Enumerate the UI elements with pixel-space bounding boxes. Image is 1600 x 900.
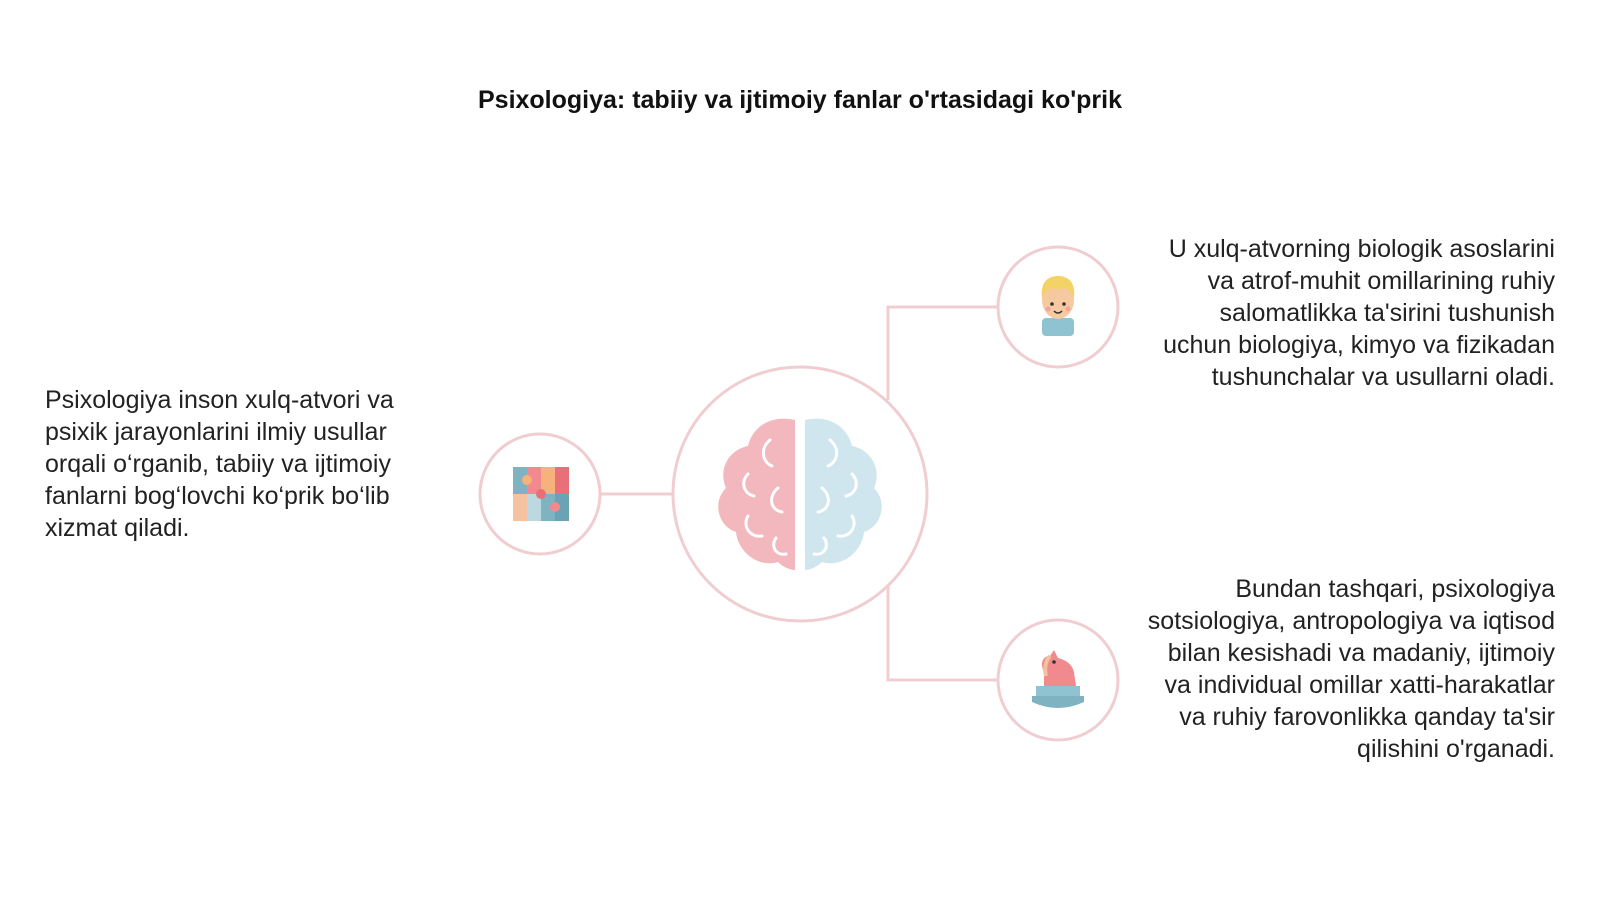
bottom-right-description: Bundan tashqari, psixologiya sotsiologiy… bbox=[1147, 575, 1555, 763]
left-node bbox=[478, 432, 602, 556]
top-right-node bbox=[996, 245, 1120, 369]
bottom-right-node bbox=[996, 618, 1120, 742]
puzzle-icon bbox=[513, 467, 569, 521]
child-face-icon bbox=[1041, 276, 1075, 336]
top-right-description: U xulq-atvorning biologik asoslarini va … bbox=[1163, 235, 1555, 391]
center-node bbox=[671, 365, 929, 623]
brain-icon bbox=[718, 418, 882, 570]
connector-lines bbox=[600, 305, 998, 682]
rocking-horse-icon bbox=[1032, 650, 1084, 708]
left-description: Psixologiya inson xulq-atvori va psixik … bbox=[45, 386, 394, 542]
diagram-title: Psixologiya: tabiiy va ijtimoiy fanlar o… bbox=[477, 86, 1123, 114]
